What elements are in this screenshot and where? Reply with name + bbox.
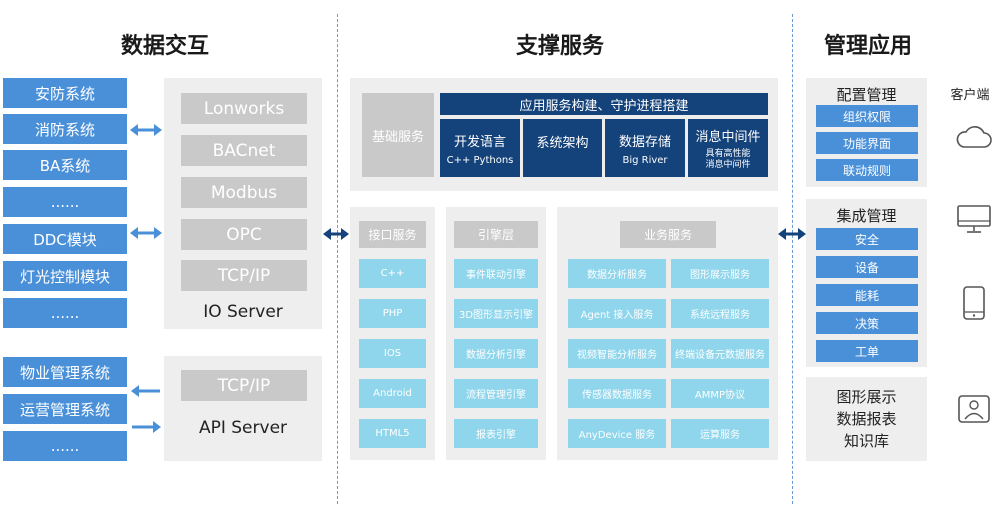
infra-item-data-storage: 数据存储 Big River	[605, 119, 685, 177]
interface-item: PHP	[359, 299, 426, 328]
business-services-panel	[557, 207, 778, 460]
integration-item: 设备	[816, 256, 918, 278]
business-item: AMMP协议	[671, 379, 769, 408]
interface-services-header: 接口服务	[359, 221, 426, 248]
infra-item-title: 开发语言	[453, 134, 506, 150]
infra-item-sub: C++ Pythons	[446, 154, 514, 166]
infra-item-title: 系统架构	[536, 135, 589, 151]
engine-item: 事件联动引擎	[454, 259, 538, 288]
system-item: ......	[3, 298, 127, 328]
business-item: 终端设备元数据服务	[671, 339, 769, 368]
business-item: 视频智能分析服务	[568, 339, 666, 368]
bidirectional-arrow-icon	[323, 228, 349, 240]
protocol-opc: OPC	[181, 219, 307, 250]
business-item: 数据分析服务	[568, 259, 666, 288]
section-divider	[792, 14, 793, 504]
protocol-tcpip: TCP/IP	[181, 260, 307, 291]
interface-item: IOS	[359, 339, 426, 368]
infra-item-dev-language: 开发语言 C++ Pythons	[440, 119, 520, 177]
integration-item: 决策	[816, 312, 918, 334]
section-title-data-interaction: 数据交互	[120, 34, 209, 59]
business-item: Agent 接入服务	[568, 299, 666, 328]
protocol-bacnet: BACnet	[181, 135, 307, 166]
api-server-label: API Server	[198, 418, 288, 438]
bidirectional-arrow-icon	[778, 228, 806, 240]
right-arrow-icon	[132, 421, 161, 433]
config-item: 联动规则	[816, 159, 918, 181]
engine-layer-header: 引擎层	[454, 221, 538, 248]
integration-mgmt-title: 集成管理	[836, 207, 897, 225]
infra-item-title: 消息中间件	[695, 129, 761, 145]
infra-item-sub: Big River	[622, 154, 668, 166]
infrastructure-banner: 应用服务构建、守护进程搭建	[440, 93, 768, 115]
business-item: 图形展示服务	[671, 259, 769, 288]
bidirectional-arrow-icon	[130, 124, 162, 136]
interface-item: HTML5	[359, 419, 426, 448]
system-item: 消防系统	[3, 114, 127, 144]
image-icon	[958, 395, 990, 423]
engine-item: 报表引擎	[454, 419, 538, 448]
system-item: ......	[3, 187, 127, 217]
engine-item: 数据分析引擎	[454, 339, 538, 368]
integration-item: 安全	[816, 228, 918, 250]
interface-item: Android	[359, 379, 426, 408]
business-item: 运算服务	[671, 419, 769, 448]
left-arrow-icon	[131, 385, 160, 397]
config-mgmt-title: 配置管理	[836, 86, 897, 104]
interface-item: C++	[359, 259, 426, 288]
reports-item: 图形展示	[836, 388, 897, 406]
bidirectional-arrow-icon	[130, 227, 162, 239]
interface-services-panel	[350, 207, 435, 460]
arrow-connectors	[130, 124, 162, 433]
client-label: 客户端	[950, 88, 990, 103]
business-services-header: 业务服务	[620, 221, 716, 248]
infra-item-architecture: 系统架构	[523, 119, 602, 177]
infrastructure-label: 基础服务	[362, 93, 434, 177]
reports-panel	[806, 377, 927, 461]
protocol-tcpip-api: TCP/IP	[181, 370, 307, 401]
infra-item-sub: 具有高性能 消息中间件	[705, 148, 751, 170]
integration-item: 能耗	[816, 284, 918, 306]
system-item: 灯光控制模块	[3, 261, 127, 291]
infra-item-title: 数据存储	[618, 134, 671, 150]
monitor-icon	[957, 205, 991, 233]
system-item: ......	[3, 431, 127, 461]
cloud-icon	[956, 126, 992, 148]
section-divider	[337, 14, 338, 504]
infra-item-middleware: 消息中间件 具有高性能 消息中间件	[688, 119, 768, 177]
system-item: DDC模块	[3, 224, 127, 254]
system-item: BA系统	[3, 150, 127, 180]
config-item: 功能界面	[816, 132, 918, 154]
business-item: AnyDevice 服务	[568, 419, 666, 448]
business-item: 传感器数据服务	[568, 379, 666, 408]
reports-item: 知识库	[843, 432, 889, 450]
io-server-label: IO Server	[203, 302, 283, 322]
integration-mgmt-panel	[806, 199, 927, 367]
protocol-lonworks: Lonworks	[181, 93, 307, 124]
integration-item: 工单	[816, 340, 918, 362]
section-title-management-apps: 管理应用	[823, 34, 912, 59]
system-item: 运营管理系统	[3, 394, 127, 424]
system-item: 物业管理系统	[3, 357, 127, 387]
protocol-modbus: Modbus	[181, 177, 307, 208]
system-item: 安防系统	[3, 78, 127, 108]
config-item: 组织权限	[816, 105, 918, 127]
mobile-icon	[963, 286, 985, 320]
engine-item: 3D图形显示引擎	[454, 299, 538, 328]
engine-item: 流程管理引擎	[454, 379, 538, 408]
engine-layer-panel	[446, 207, 546, 460]
section-title-support-services: 支撑服务	[515, 34, 604, 59]
reports-item: 数据报表	[836, 410, 897, 428]
business-item: 系统远程服务	[671, 299, 769, 328]
